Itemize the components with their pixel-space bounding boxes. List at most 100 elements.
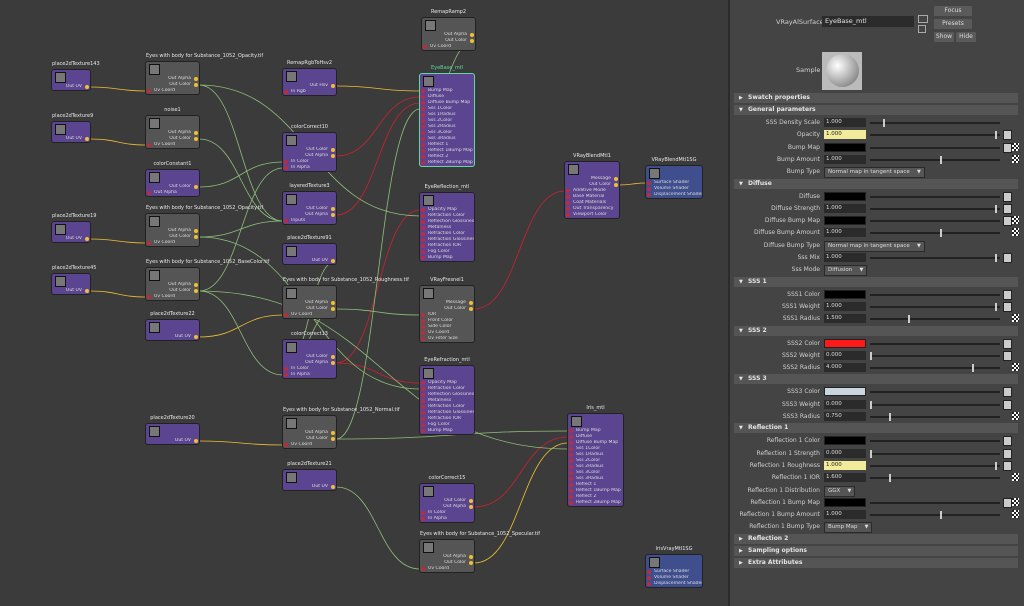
output-port[interactable]: Out Alpha xyxy=(422,32,475,38)
node-header[interactable] xyxy=(420,193,474,207)
output-port[interactable]: Out Color xyxy=(146,288,199,294)
attribute-value-field[interactable]: 1.600 xyxy=(824,473,866,483)
port-dot-icon[interactable] xyxy=(284,90,288,94)
port-dot-icon[interactable] xyxy=(147,241,151,245)
port-dot-icon[interactable] xyxy=(421,101,425,105)
input-port[interactable]: Uv Coord xyxy=(146,88,199,94)
node-header[interactable] xyxy=(283,69,336,83)
port-dot-icon[interactable] xyxy=(469,555,473,559)
section-header[interactable]: ▼Reflection 1 xyxy=(734,423,1018,434)
slider-handle[interactable] xyxy=(889,413,892,421)
port-dot-icon[interactable] xyxy=(421,381,425,385)
node-header[interactable] xyxy=(283,244,336,258)
section-header[interactable]: ▼SSS 1 xyxy=(734,276,1018,287)
collapse-arrow-icon[interactable]: ▼ xyxy=(739,376,743,383)
output-port[interactable]: Out Color xyxy=(565,182,619,188)
input-port[interactable]: Additive Mode xyxy=(565,188,619,194)
output-port[interactable]: Out Color xyxy=(283,206,336,212)
input-port[interactable]: Reflect 1 xyxy=(420,142,474,148)
input-port[interactable]: Uv Coord xyxy=(422,44,475,50)
node-header[interactable] xyxy=(146,424,199,438)
input-port[interactable]: Displacement Shader xyxy=(646,192,702,198)
port-dot-icon[interactable] xyxy=(421,131,425,135)
input-port[interactable]: Reflect 2Bump Map xyxy=(568,500,623,506)
port-dot-icon[interactable] xyxy=(421,337,425,341)
input-port[interactable]: Uv Coord xyxy=(420,330,474,336)
attribute-dropdown[interactable]: Normal map in tangent space▼ xyxy=(824,167,925,179)
input-port[interactable]: Sss 2Radius xyxy=(420,124,474,130)
port-dot-icon[interactable] xyxy=(421,319,425,323)
port-dot-icon[interactable] xyxy=(569,441,573,445)
port-dot-icon[interactable] xyxy=(421,429,425,433)
input-port[interactable]: Front Color xyxy=(420,318,474,324)
input-port[interactable]: In Alpha xyxy=(283,372,336,378)
input-port[interactable]: Refraction IOR xyxy=(420,416,474,422)
input-port[interactable]: Reflect 1Bump Map xyxy=(420,148,474,154)
expand-arrow-icon[interactable]: ▶ xyxy=(739,95,743,101)
port-dot-icon[interactable] xyxy=(331,431,335,435)
port-dot-icon[interactable] xyxy=(331,355,335,359)
port-dot-icon[interactable] xyxy=(569,459,573,463)
input-port[interactable]: Sss 3Color xyxy=(420,130,474,136)
node-header[interactable] xyxy=(283,192,336,206)
input-port[interactable]: Refraction Glossiness xyxy=(420,237,474,243)
port-dot-icon[interactable] xyxy=(331,301,335,305)
output-port[interactable]: Out Color xyxy=(146,234,199,240)
port-dot-icon[interactable] xyxy=(421,119,425,123)
output-port[interactable]: Out Color xyxy=(146,184,199,190)
output-port[interactable]: Out UV xyxy=(52,136,90,142)
output-port[interactable]: Out Alpha xyxy=(420,554,474,560)
slider-handle[interactable] xyxy=(870,449,872,458)
attribute-dropdown[interactable]: Diffusion▼ xyxy=(824,265,868,277)
section-header[interactable]: ▶Reflection 2 xyxy=(734,533,1018,544)
input-port[interactable]: Viewport Color xyxy=(565,212,619,218)
attribute-slider[interactable] xyxy=(870,229,1000,238)
section-header[interactable]: ▼SSS 3 xyxy=(734,374,1018,385)
attribute-slider[interactable] xyxy=(870,449,1000,458)
map-button-icon[interactable] xyxy=(1003,130,1012,141)
port-dot-icon[interactable] xyxy=(194,235,198,239)
collapse-arrow-icon[interactable]: ▼ xyxy=(739,327,743,334)
node-header[interactable] xyxy=(420,74,474,88)
attribute-slider[interactable] xyxy=(870,131,1000,140)
input-port[interactable]: Sss 1Radius xyxy=(568,452,623,458)
map-button-icon[interactable] xyxy=(1003,142,1012,153)
collapse-arrow-icon[interactable]: ▼ xyxy=(739,180,743,187)
port-dot-icon[interactable] xyxy=(331,485,335,489)
output-port[interactable]: Out Color xyxy=(283,354,336,360)
attribute-value-field[interactable]: 1.500 xyxy=(824,314,866,324)
checker-texture-icon[interactable] xyxy=(1012,154,1019,163)
output-port[interactable]: Out UV xyxy=(283,258,336,264)
port-dot-icon[interactable] xyxy=(569,447,573,451)
node-header[interactable] xyxy=(283,286,336,300)
attribute-value-field[interactable]: 1.000 xyxy=(824,460,866,470)
port-dot-icon[interactable] xyxy=(331,307,335,311)
color-swatch[interactable] xyxy=(824,387,866,397)
checker-texture-icon[interactable] xyxy=(1012,228,1019,237)
attribute-value-field[interactable]: 1.000 xyxy=(824,253,866,262)
port-dot-icon[interactable] xyxy=(194,137,198,141)
output-port[interactable]: Out UV xyxy=(146,334,199,340)
input-port[interactable]: Metalness xyxy=(420,225,474,231)
color-swatch[interactable] xyxy=(824,436,866,446)
output-port[interactable]: Out Alpha xyxy=(283,360,336,366)
input-port[interactable]: Sss 2Color xyxy=(420,118,474,124)
output-port[interactable]: Out Color xyxy=(146,82,199,88)
attribute-value-field[interactable]: 0.000 xyxy=(824,350,866,360)
node-header[interactable] xyxy=(646,166,702,180)
node-header[interactable] xyxy=(52,222,90,236)
port-dot-icon[interactable] xyxy=(470,33,474,37)
input-port[interactable]: Refraction Glossiness xyxy=(420,410,474,416)
port-dot-icon[interactable] xyxy=(85,85,89,89)
section-header[interactable]: ▼General parameters xyxy=(734,105,1018,115)
port-dot-icon[interactable] xyxy=(421,331,425,335)
color-slider[interactable] xyxy=(870,220,1000,223)
node-header[interactable] xyxy=(420,286,474,300)
